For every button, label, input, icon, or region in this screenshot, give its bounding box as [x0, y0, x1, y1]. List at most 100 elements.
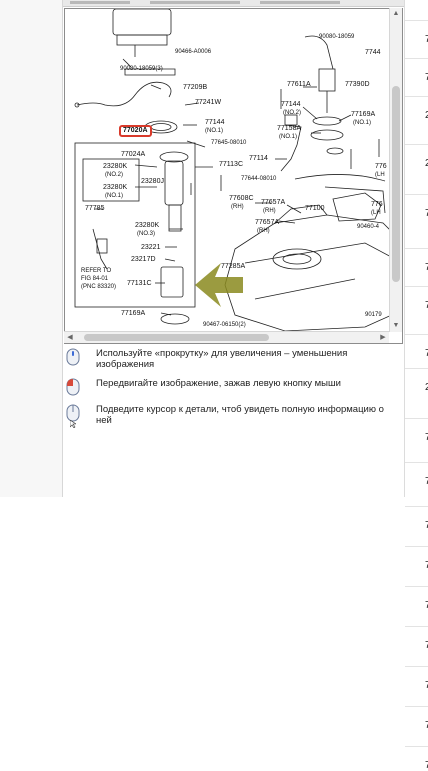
right-column-divider — [405, 368, 428, 369]
part-label[interactable]: 77241W — [195, 99, 222, 106]
part-label-sub: (NO.1) — [279, 134, 297, 140]
vertical-scroll-thumb[interactable] — [392, 86, 400, 282]
right-column-number: 2 — [425, 110, 428, 121]
part-label[interactable]: 23280K — [103, 163, 128, 170]
right-column-number: 2 — [425, 158, 428, 169]
part-label[interactable]: 90179 — [365, 312, 382, 318]
part-label[interactable]: 77209B — [183, 84, 208, 91]
part-label[interactable]: 77785 — [85, 205, 105, 212]
arrow-icon — [195, 263, 243, 307]
right-column-divider — [405, 96, 428, 97]
right-column-divider — [405, 286, 428, 287]
right-column-divider — [405, 626, 428, 627]
right-column-divider — [405, 506, 428, 507]
scroll-left-icon[interactable]: ◀ — [67, 334, 73, 341]
part-label[interactable]: 90080-18059(3) — [120, 66, 163, 72]
part-label[interactable]: 776 — [371, 201, 383, 208]
horizontal-scroll-thumb[interactable] — [84, 334, 269, 341]
horizontal-scrollbar[interactable]: ◀ ▶ — [64, 331, 389, 343]
part-label[interactable]: 90460-4 — [357, 224, 380, 230]
reference-note: FIG 84-01 — [81, 276, 109, 282]
part-label-sub: (NO.1) — [105, 193, 123, 199]
right-column-number: 7 — [425, 476, 428, 487]
help-drag: Передвигайте изображение, зажав левую кн… — [64, 378, 394, 400]
part-label[interactable]: 77611A — [287, 81, 311, 88]
right-column-number: 7 — [425, 300, 428, 311]
left-pane — [0, 0, 63, 497]
help-drag-text: Передвигайте изображение, зажав левую кн… — [96, 378, 341, 389]
part-label[interactable]: 77100 — [305, 205, 325, 212]
help-hover-text: Подведите курсор к детали, чтоб увидеть … — [96, 404, 384, 424]
cursor-icon — [70, 420, 76, 428]
right-column-divider — [405, 20, 428, 21]
part-label[interactable]: 77644-08010 — [241, 176, 277, 182]
part-label-sub: (RH) — [257, 228, 270, 234]
part-label-sub: (NO.2) — [105, 172, 123, 178]
part-label[interactable]: 77390D — [345, 81, 370, 88]
part-label[interactable]: 7744 — [365, 49, 381, 56]
part-label[interactable]: 77024A — [121, 151, 146, 158]
right-column-divider — [405, 706, 428, 707]
right-column-divider — [405, 334, 428, 335]
mouse-scroll-icon — [66, 348, 80, 366]
right-column-number: 7 — [425, 208, 428, 219]
reference-note: REFER TO — [81, 268, 112, 274]
part-label-sub: (NO.1) — [205, 128, 223, 134]
help-zoom-text: Используйте «прокрутку» для увеличения –… — [96, 348, 348, 370]
right-column-divider — [405, 546, 428, 547]
part-label[interactable]: 90080-18059 — [319, 34, 355, 40]
right-column-number: 7 — [425, 34, 428, 45]
help-hover: Подведите курсор к детали, чтоб увидеть … — [64, 404, 394, 428]
right-column-number: 7 — [425, 72, 428, 83]
right-column-number: 7 — [425, 262, 428, 273]
part-label[interactable]: 776 — [375, 163, 387, 170]
part-label[interactable]: 90466-A0006 — [175, 49, 212, 55]
parts-diagram-viewer[interactable]: 90466-A0006 90080-18059(3) 77209B 77241W… — [64, 8, 403, 344]
part-label[interactable]: 23280K — [103, 184, 128, 191]
part-label[interactable]: 77657A — [255, 219, 280, 226]
right-column-divider — [405, 248, 428, 249]
part-label[interactable]: 77158A — [277, 125, 302, 132]
part-label[interactable]: 77131C — [127, 280, 152, 287]
highlighted-part-label[interactable]: 77020A — [119, 125, 152, 137]
part-label[interactable]: 77608C — [229, 195, 254, 202]
top-toolbar-strip — [0, 0, 404, 7]
part-label-sub: (NO.2) — [283, 110, 301, 116]
part-label[interactable]: 77169A — [351, 111, 376, 118]
scroll-right-icon[interactable]: ▶ — [380, 334, 386, 341]
part-label[interactable]: 77113C — [219, 161, 244, 168]
right-column-divider — [405, 194, 428, 195]
part-label-sub: (LH — [371, 210, 381, 216]
part-label[interactable]: 77285A — [221, 263, 246, 270]
part-label[interactable]: 77144 — [281, 101, 301, 108]
right-column-divider — [405, 746, 428, 747]
part-label-sub: (NO.1) — [353, 120, 371, 126]
part-label[interactable]: 23221 — [141, 244, 161, 251]
part-label[interactable]: 23217D — [131, 256, 156, 263]
part-label[interactable]: 90467-06150(2) — [203, 322, 246, 328]
part-label[interactable]: 23280K — [135, 222, 160, 229]
vertical-scrollbar[interactable]: ▲ ▼ — [389, 8, 402, 332]
part-label[interactable]: 77645-08010 — [211, 140, 247, 146]
right-column-divider — [405, 586, 428, 587]
right-column-divider — [405, 666, 428, 667]
part-label[interactable]: 77144 — [205, 119, 225, 126]
right-column-number: 7 — [425, 432, 428, 443]
part-label-sub: (RH) — [231, 204, 244, 210]
scroll-down-icon[interactable]: ▼ — [392, 322, 400, 329]
help-zoom: Используйте «прокрутку» для увеличения –… — [64, 348, 394, 374]
scroll-up-icon[interactable]: ▲ — [392, 10, 400, 17]
right-column-divider — [405, 418, 428, 419]
right-column-number: 7 — [425, 348, 428, 359]
part-label[interactable]: 23280J — [141, 178, 164, 185]
mouse-hover-icon — [66, 404, 80, 422]
part-label[interactable]: 77114 — [249, 155, 268, 162]
part-label[interactable]: 77169A — [121, 310, 146, 317]
right-column-number: 2 — [425, 382, 428, 393]
parts-diagram-drawing — [74, 9, 402, 332]
part-label-sub: (LH — [375, 172, 385, 178]
right-column-divider — [405, 462, 428, 463]
part-label[interactable]: 77657A — [261, 199, 286, 206]
reference-note: (PNC 83320) — [81, 284, 117, 290]
